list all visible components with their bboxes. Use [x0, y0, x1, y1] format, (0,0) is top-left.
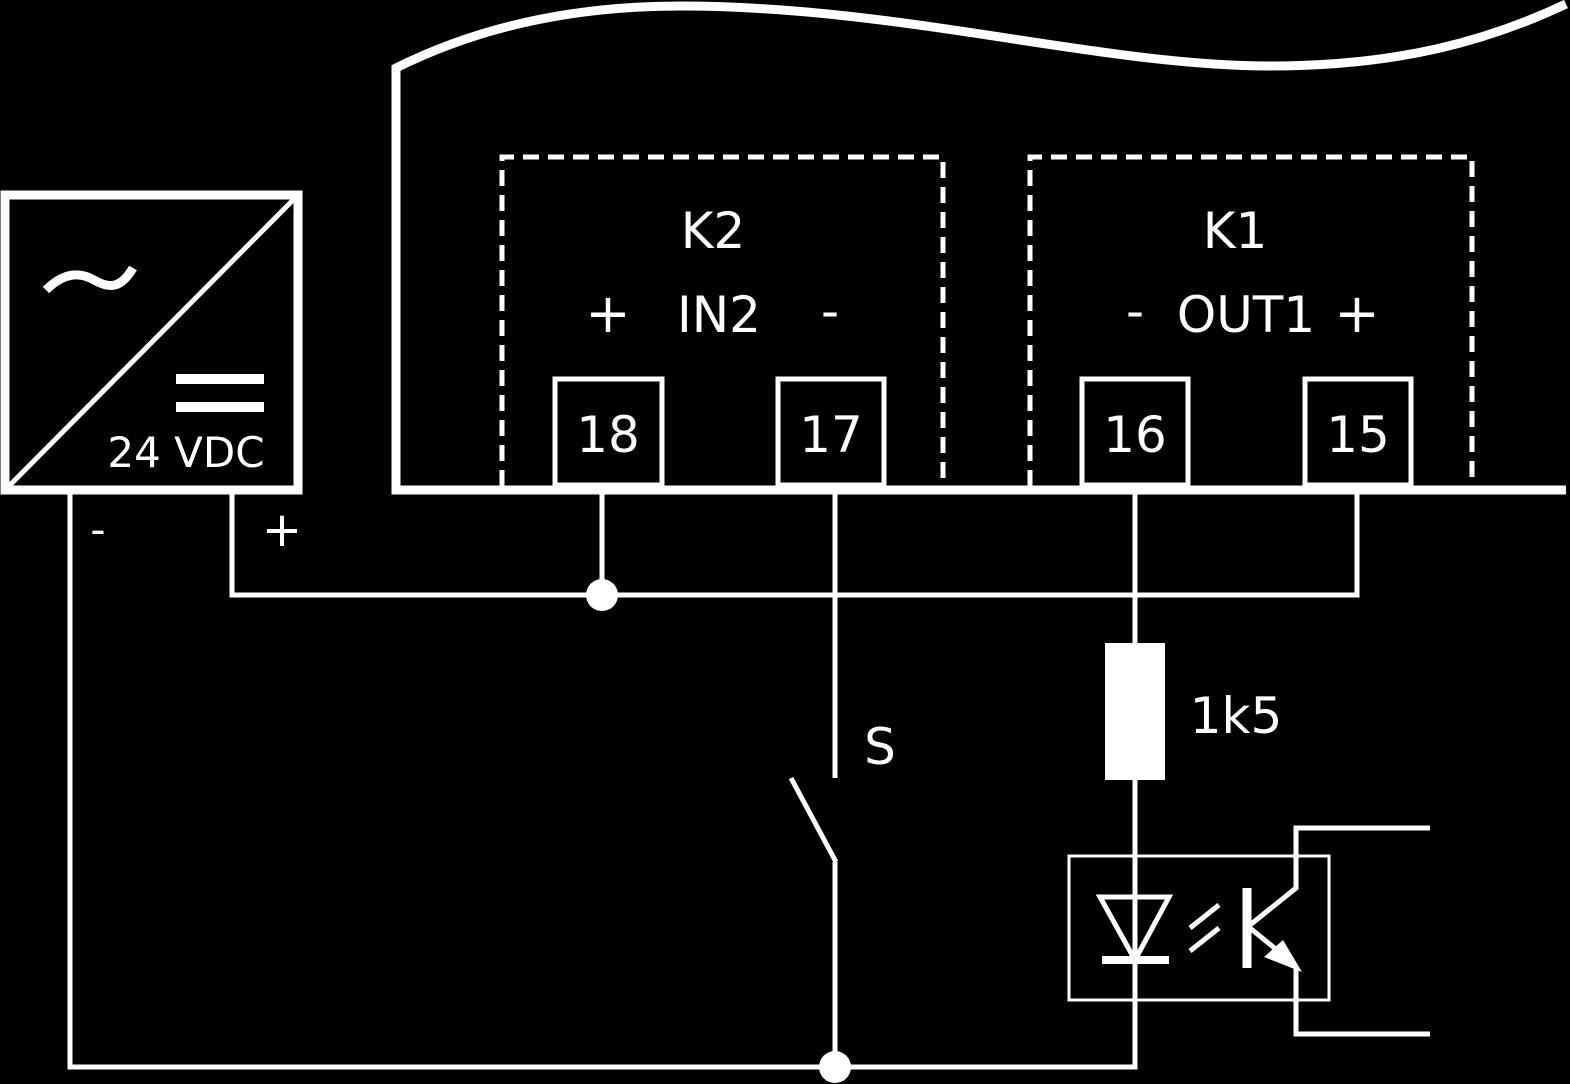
k1-group: K1 - OUT1 + 16 15	[1027, 154, 1475, 488]
light-arrow-1	[1188, 903, 1221, 930]
switch-s: S	[788, 718, 896, 864]
device-housing	[391, 0, 1568, 495]
k2-minus-sign: -	[821, 282, 839, 340]
led-triangle	[1095, 894, 1174, 966]
junction-dot-top	[586, 579, 618, 611]
optocoupler-icon	[1067, 825, 1430, 1037]
k2-title: K2	[681, 202, 746, 260]
resistor: 1k5	[1105, 643, 1282, 780]
psu-minus-label: -	[90, 505, 105, 554]
psu-plus-label: +	[262, 502, 302, 558]
resistor-body	[1105, 643, 1165, 780]
switch-blade	[788, 776, 839, 864]
voltage-label: 24 VDC	[107, 428, 264, 477]
transistor-emitter-lead	[1293, 968, 1430, 1037]
k2-dashed-border	[499, 154, 946, 486]
resistor-label: 1k5	[1190, 687, 1283, 745]
emitter-arrow-icon	[1264, 940, 1302, 972]
switch-label: S	[864, 718, 896, 776]
power-supply-box	[0, 190, 303, 495]
terminal-17-label: 17	[799, 406, 863, 464]
light-arrow-2	[1188, 926, 1221, 953]
k2-plus-sign: +	[585, 282, 630, 345]
k1-minus-sign: -	[1126, 282, 1144, 340]
ac-symbol-icon	[42, 265, 137, 294]
k1-title: K1	[1203, 202, 1268, 260]
k1-plus-sign: +	[1334, 282, 1379, 345]
k1-dashed-border	[1027, 154, 1475, 486]
power-supply-diagonal	[6, 195, 298, 489]
k2-channel-label: IN2	[677, 286, 761, 344]
terminal-18-box	[552, 376, 665, 488]
terminal-18-label: 18	[576, 406, 640, 464]
transistor-collector	[1248, 825, 1430, 927]
terminal-16-box	[1079, 376, 1191, 488]
terminal-16-label: 16	[1103, 406, 1167, 464]
optocoupler-box	[1067, 854, 1331, 1002]
k1-channel-label: OUT1	[1177, 286, 1315, 344]
k2-group: K2 + IN2 - 18 17	[499, 154, 946, 488]
terminal-15-label: 15	[1326, 406, 1390, 464]
junction-dot-bottom	[819, 1051, 851, 1083]
power-supply: 24 VDC - +	[0, 190, 303, 558]
wire-psu-minus-loop	[67, 490, 1138, 1070]
wire-psu-plus-bus	[229, 485, 1360, 598]
terminal-17-box	[775, 376, 887, 488]
